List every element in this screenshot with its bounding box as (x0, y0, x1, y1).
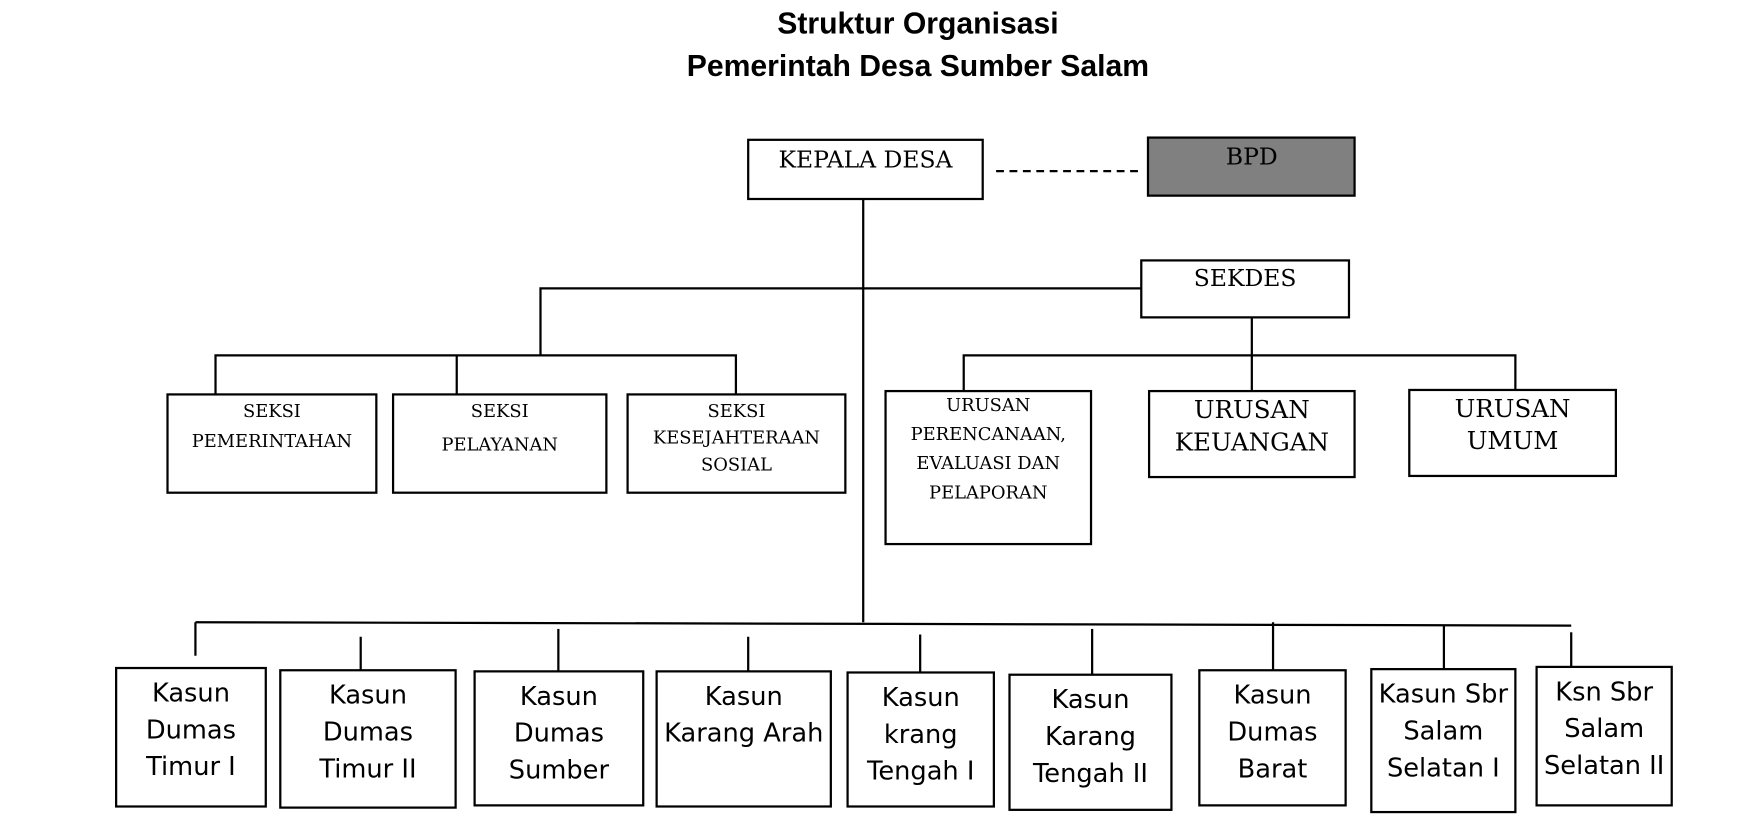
box-label-line: Kasun (1233, 681, 1311, 711)
box-label-line: Kasun (329, 681, 407, 711)
box-label-line: Dumas (323, 718, 413, 748)
box-frame (1535, 665, 1673, 807)
box-frame (1408, 388, 1617, 478)
box-label-line: Karang Arah (664, 719, 823, 749)
box-label-line: Karang (1045, 722, 1136, 752)
box-label-line: SEKSI (243, 401, 301, 422)
bpd-box: BPD (1146, 136, 1356, 197)
sekdes-box: SEKDES (1140, 259, 1351, 319)
box-label-line: UMUM (1467, 426, 1559, 455)
box-label-line: PEMERINTAHAN (192, 431, 352, 452)
seksi-box: SEKSI PEMERINTAHAN (166, 393, 378, 494)
box-frame (473, 670, 645, 807)
box-label-line: Kasun (152, 679, 230, 709)
box-label-line: Salam (1403, 716, 1483, 746)
box-label-line: Kasun (882, 683, 960, 713)
box-label-line: krang (884, 720, 958, 750)
box-frame (166, 393, 378, 494)
title-line-1: Struktur Organisasi (777, 8, 1058, 41)
box-label-line: SOSIAL (701, 454, 772, 475)
box-label-line: Dumas (514, 719, 604, 749)
box-label-line: URUSAN (1194, 395, 1310, 424)
seksi-box: SEKSI PELAYANAN (391, 393, 608, 494)
box-label-line: Selatan II (1544, 751, 1664, 781)
box-label-line: Sumber (509, 756, 610, 786)
box-label-line: Barat (1238, 754, 1308, 784)
box-frame (846, 671, 995, 808)
box-label-line: Selatan I (1387, 753, 1500, 783)
box-label-line: Salam (1564, 714, 1644, 744)
box-frame (1147, 389, 1356, 479)
kepala-desa-label: KEPALA DESA (778, 146, 953, 174)
sekdes-to-seksi-line (539, 287, 1142, 356)
box-frame (279, 669, 457, 809)
box-label-line: Kasun (705, 682, 783, 712)
bpd-label: BPD (1226, 142, 1278, 170)
box-label-line: Tengah II (1032, 759, 1148, 789)
box-frame (1008, 673, 1173, 811)
box-label-line: PELAPORAN (929, 482, 1047, 503)
box-frame (391, 393, 608, 494)
box-frame (626, 393, 847, 494)
box-label-line: URUSAN (1455, 394, 1571, 423)
box-label-line: URUSAN (946, 395, 1030, 416)
box-label-line: Tengah I (866, 757, 974, 787)
connectors (195, 169, 1572, 627)
box-label-line: PERENCANAAN, (911, 424, 1066, 445)
seksi-box: SEKSI KESEJAHTERAAN SOSIAL (626, 393, 847, 494)
box-frame (1198, 669, 1347, 807)
box-label-line: KESEJAHTERAAN (653, 428, 820, 449)
box-frame (655, 670, 832, 808)
box-label-line: EVALUASI DAN (916, 453, 1060, 474)
box-label-line: Kasun (1051, 685, 1129, 715)
urusan-box: URUSAN UMUM (1408, 388, 1617, 478)
box-label-line: Dumas (1227, 718, 1317, 748)
title-line-2: Pemerintah Desa Sumber Salam (687, 50, 1149, 83)
box-label-line: Timur II (318, 754, 416, 784)
box-frame (115, 666, 267, 808)
box-label-line: PELAYANAN (441, 434, 558, 455)
box-label-line: Dumas (146, 715, 236, 745)
urusan-box: URUSAN PERENCANAAN, EVALUASI DAN PELAPORAN (884, 389, 1093, 546)
kasun-bus-line (195, 621, 1572, 627)
seksi-bus-line (214, 354, 738, 395)
box-label-line: SEKSI (708, 401, 766, 422)
sekdes-label: SEKDES (1194, 264, 1297, 292)
box-label-line: KEUANGAN (1175, 427, 1329, 456)
box-label-line: Timur I (145, 752, 236, 782)
kepala-desa-box: KEPALA DESA (747, 138, 984, 201)
urusan-bus-line (962, 354, 1517, 392)
box-frame (884, 389, 1093, 546)
box-frame (1370, 668, 1517, 814)
box-label-line: Kasun (520, 682, 598, 712)
box-label-line: Kasun Sbr (1379, 680, 1509, 710)
box-label-line: Ksn Sbr (1555, 677, 1653, 707)
urusan-box: URUSAN KEUANGAN (1147, 389, 1356, 479)
box-label-line: SEKSI (471, 401, 529, 422)
